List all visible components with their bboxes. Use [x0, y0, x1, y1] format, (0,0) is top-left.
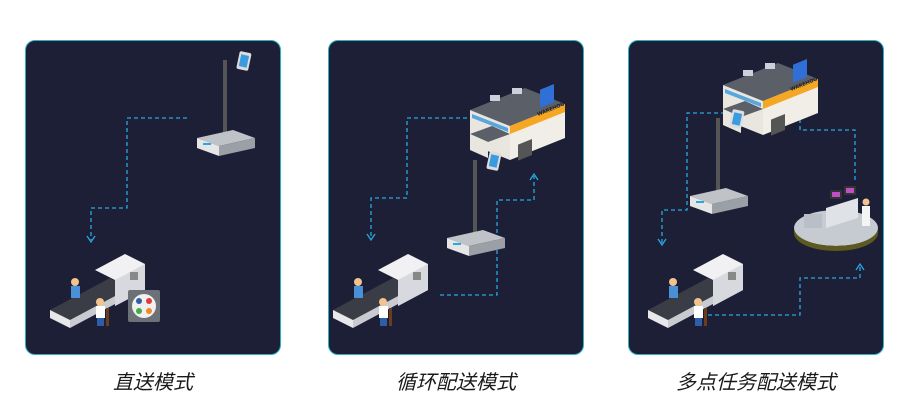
caption-loop-mode: 循环配送模式	[396, 370, 516, 394]
delivery-robot	[447, 150, 505, 256]
workstation	[794, 186, 878, 251]
direct-route-line	[86, 117, 187, 244]
warehouse: WAREHOUSE	[723, 59, 826, 136]
loop-route-line	[366, 117, 539, 296]
production-line	[648, 254, 743, 328]
delivery-robot	[197, 50, 255, 156]
delivery-robot	[690, 108, 748, 214]
caption-direct-mode: 直送模式	[113, 370, 193, 394]
warehouse: WAREHOUSE	[470, 84, 573, 161]
caption-multipoint-mode: 多点任务配送模式	[676, 370, 836, 394]
production-line	[333, 254, 428, 328]
call-button-box	[128, 290, 160, 322]
